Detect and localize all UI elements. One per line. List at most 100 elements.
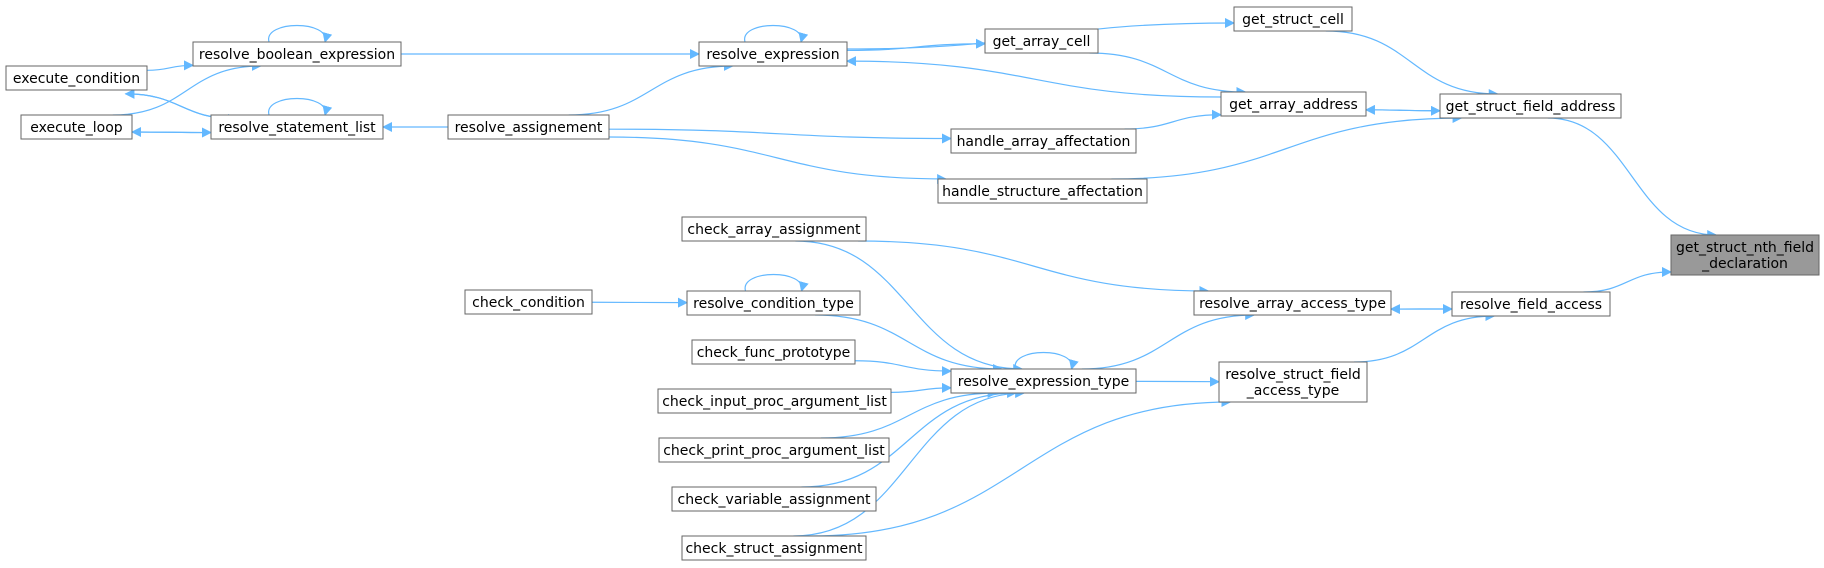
node-check-condition[interactable]: check_condition <box>464 289 593 315</box>
node-resolve-statement-list[interactable]: resolve_statement_list <box>210 114 384 140</box>
node-label: _declaration <box>1701 256 1788 272</box>
edge-get-struct-field-address-to-get-struct-nth-field-declaration <box>1547 117 1718 240</box>
node-box <box>691 339 856 365</box>
node-box <box>1193 290 1392 316</box>
node-label: resolve_boolean_expression <box>199 47 395 63</box>
node-box <box>1218 361 1368 403</box>
node-check-print-proc-argument-list[interactable]: check_print_proc_argument_list <box>658 437 890 463</box>
node-box <box>447 114 610 140</box>
node-handle-array-affectation[interactable]: handle_array_affectation <box>950 128 1137 154</box>
edge-resolve-struct-field-access-type-to-resolve-field-access <box>1354 311 1496 363</box>
edge-check-struct-assignment-to-resolve-expression-type <box>793 388 1026 537</box>
node-resolve-assignement[interactable]: resolve_assignement <box>447 114 610 140</box>
node-get-struct-cell[interactable]: get_struct_cell <box>1233 6 1353 32</box>
edge-execute-condition-to-resolve-boolean-expression <box>146 60 194 71</box>
edge-resolve-condition-type-to-resolve-expression-type <box>815 314 1003 374</box>
node-box <box>1439 93 1622 119</box>
node-label: check_array_assignment <box>687 222 861 238</box>
node-label: check_variable_assignment <box>678 492 871 508</box>
node-label: resolve_expression_type <box>958 374 1130 390</box>
edge-get-struct-field-address-to-get-array-address <box>1364 104 1440 115</box>
node-box <box>681 535 867 561</box>
node-resolve-condition-type[interactable]: resolve_condition_type <box>686 290 861 316</box>
node-box <box>1451 291 1611 317</box>
edge-get-array-cell-to-get-array-address <box>1089 52 1247 97</box>
edge-check-func-prototype-to-resolve-expression-type <box>854 360 952 377</box>
edge-resolve-expression-to-resolve-expression <box>744 25 809 43</box>
edge-check-variable-assignment-to-resolve-expression-type <box>801 388 1018 488</box>
node-execute-loop[interactable]: execute_loop <box>20 114 133 140</box>
node-label: get_array_address <box>1229 97 1358 113</box>
node-label: execute_condition <box>13 71 140 87</box>
node-resolve-expression-type[interactable]: resolve_expression_type <box>950 368 1137 394</box>
node-check-struct-assignment[interactable]: check_struct_assignment <box>681 535 867 561</box>
edge-check-struct-assignment-to-resolve-struct-field-access-type <box>811 397 1232 537</box>
edge-resolve-expression-type-to-resolve-array-access-type <box>1081 310 1256 370</box>
edge-execute-loop-to-resolve-boolean-expression <box>112 61 262 116</box>
node-label: check_input_proc_argument_list <box>662 394 887 410</box>
node-get-struct-nth-field-declaration[interactable]: get_struct_nth_field_declaration <box>1670 234 1820 276</box>
node-label: check_condition <box>472 295 585 311</box>
edge-check-print-proc-argument-list-to-resolve-expression-type <box>820 388 998 439</box>
node-box <box>698 41 848 67</box>
node-box <box>464 289 593 315</box>
node-label: execute_loop <box>30 120 123 136</box>
edge-execute-loop-to-resolve-statement-list <box>131 127 212 138</box>
node-box <box>210 114 384 140</box>
node-box <box>1220 91 1367 117</box>
node-resolve-field-access[interactable]: resolve_field_access <box>1451 291 1611 317</box>
node-label: handle_structure_affectation <box>942 184 1143 200</box>
node-box <box>686 290 861 316</box>
node-resolve-boolean-expression[interactable]: resolve_boolean_expression <box>192 41 402 67</box>
node-label: get_struct_field_address <box>1446 99 1616 115</box>
node-get-struct-field-address[interactable]: get_struct_field_address <box>1439 93 1622 119</box>
node-box <box>20 114 133 140</box>
edge-resolve-field-access-to-get-struct-nth-field-declaration <box>1583 266 1672 293</box>
node-handle-structure-affectation[interactable]: handle_structure_affectation <box>937 178 1148 204</box>
node-check-variable-assignment[interactable]: check_variable_assignment <box>671 486 877 512</box>
node-get-array-address[interactable]: get_array_address <box>1220 91 1367 117</box>
edge-resolve-assignement-to-handle-structure-affectation <box>608 136 948 184</box>
node-label: check_func_prototype <box>697 345 851 361</box>
node-check-array-assignment[interactable]: check_array_assignment <box>681 216 867 242</box>
edge-resolve-expression-type-to-resolve-expression-type <box>1014 352 1079 370</box>
node-resolve-struct-field-access-type[interactable]: resolve_struct_field_access_type <box>1218 361 1368 403</box>
node-label: resolve_array_access_type <box>1199 296 1386 312</box>
node-label: get_struct_nth_field <box>1676 240 1814 256</box>
edge-resolve-assignement-to-handle-array-affectation <box>608 128 952 144</box>
node-execute-condition[interactable]: execute_condition <box>5 65 148 91</box>
node-label: check_print_proc_argument_list <box>663 443 885 459</box>
node-check-func-prototype[interactable]: check_func_prototype <box>691 339 856 365</box>
node-resolve-expression[interactable]: resolve_expression <box>698 41 848 67</box>
node-box <box>1670 234 1820 276</box>
edge-handle-array-affectation-to-get-array-address <box>1124 109 1222 130</box>
node-check-input-proc-argument-list[interactable]: check_input_proc_argument_list <box>657 388 892 414</box>
node-box <box>984 28 1099 54</box>
node-box <box>192 41 402 67</box>
nodes-layer: get_struct_nth_field_declarationget_stru… <box>5 6 1820 561</box>
edge-resolve-boolean-expression-to-resolve-boolean-expression <box>268 25 333 43</box>
node-label: handle_array_affectation <box>957 134 1131 150</box>
node-label: resolve_statement_list <box>218 120 376 136</box>
edge-check-input-proc-argument-list-to-resolve-expression-type <box>890 382 952 393</box>
node-label: _access_type <box>1246 383 1339 399</box>
node-label: resolve_field_access <box>1460 297 1602 313</box>
edge-resolve-condition-type-to-resolve-condition-type <box>744 274 809 292</box>
edge-get-array-address-to-resolve-expression <box>846 56 1222 98</box>
node-box <box>658 437 890 463</box>
node-label: resolve_condition_type <box>693 296 854 312</box>
node-box <box>657 388 892 414</box>
node-label: resolve_expression <box>706 47 839 63</box>
edge-check-array-assignment-to-resolve-array-access-type <box>858 240 1210 296</box>
node-label: resolve_assignement <box>455 120 603 136</box>
edge-resolve-statement-list-to-resolve-statement-list <box>268 98 333 116</box>
node-box <box>671 486 877 512</box>
edge-check-array-assignment-to-resolve-expression-type <box>795 240 1024 374</box>
edge-get-struct-cell-to-get-struct-field-address <box>1325 30 1499 99</box>
node-get-array-cell[interactable]: get_array_cell <box>984 28 1099 54</box>
node-label: get_struct_cell <box>1242 12 1344 28</box>
node-box <box>681 216 867 242</box>
node-label: check_struct_assignment <box>685 541 863 557</box>
node-resolve-array-access-type[interactable]: resolve_array_access_type <box>1193 290 1392 316</box>
